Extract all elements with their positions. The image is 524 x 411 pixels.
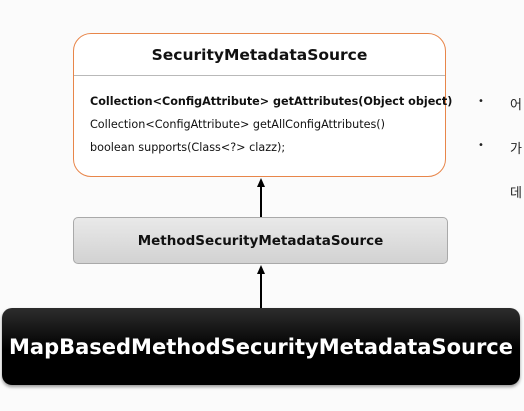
arrow-mid-to-interface: [256, 178, 266, 217]
arrow-head: [257, 178, 265, 187]
side-note-continuation: 데: [510, 186, 522, 201]
bullet-icon: •: [478, 140, 484, 151]
side-note-1: • 어: [478, 94, 524, 138]
side-note-text: 어: [510, 98, 522, 113]
method-get-attributes: Collection<ConfigAttribute> getAttribute…: [90, 95, 453, 108]
side-note-2: • 가: [478, 138, 524, 182]
method-supports: boolean supports(Class<?> clazz);: [90, 141, 286, 154]
bullet-icon: •: [478, 96, 484, 107]
side-notes: • 어 • 가 데: [478, 94, 524, 201]
arrow-bottom-to-mid: [256, 265, 266, 308]
interface-divider: [74, 75, 445, 76]
arrow-head: [257, 265, 265, 274]
arrow-shaft: [260, 187, 262, 217]
interface-title: SecurityMetadataSource: [151, 45, 368, 64]
map-based-method-security-metadata-source-box: MapBasedMethodSecurityMetadataSource: [2, 308, 520, 385]
method-security-metadata-source-box: MethodSecurityMetadataSource: [73, 217, 448, 264]
arrow-shaft: [260, 274, 262, 308]
security-metadata-source-box: SecurityMetadataSource Collection<Config…: [73, 33, 453, 177]
method-get-all-config-attributes: Collection<ConfigAttribute> getAllConfig…: [90, 118, 386, 131]
method-list: Collection<ConfigAttribute> getAttribute…: [74, 76, 453, 159]
side-note-text: 가: [510, 142, 522, 157]
